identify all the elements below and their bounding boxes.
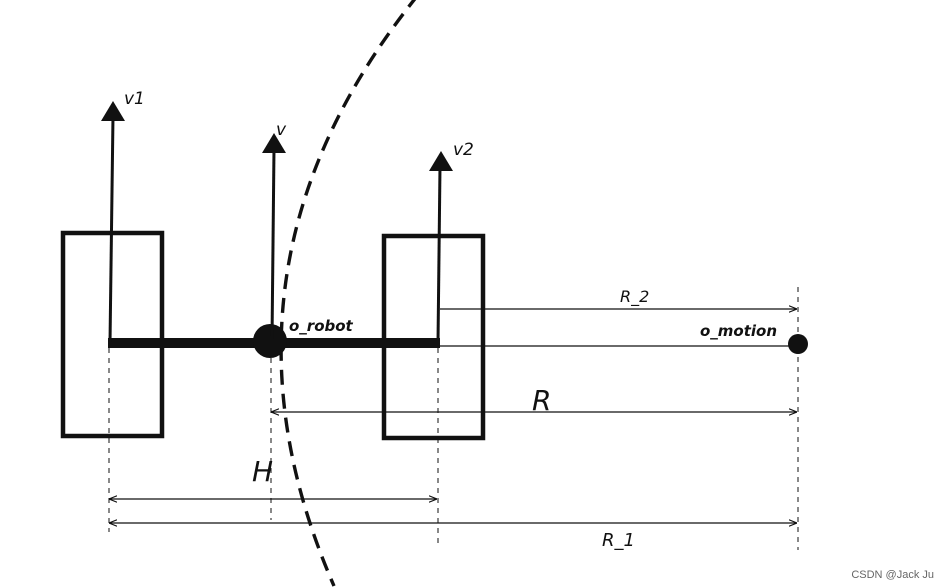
o-motion-label: o_motion (700, 322, 777, 340)
r1-label: R_1 (602, 530, 635, 551)
v-label: v (276, 120, 287, 140)
r-label: R (532, 384, 551, 417)
v1-arrow (101, 101, 125, 344)
o-robot-point (253, 324, 287, 358)
v2-label: v2 (453, 140, 474, 160)
v-arrow (262, 133, 286, 342)
v1-label: v1 (124, 89, 145, 109)
o-robot-label: o_robot (289, 317, 354, 335)
watermark-text: CSDN @Jack Ju (851, 569, 934, 581)
v2-arrow (429, 151, 453, 344)
o-motion-point (788, 334, 808, 354)
r2-label: R_2 (620, 287, 649, 307)
h-label: H (252, 455, 273, 488)
motion-arc (279, 0, 417, 587)
right-wheel (381, 233, 486, 441)
